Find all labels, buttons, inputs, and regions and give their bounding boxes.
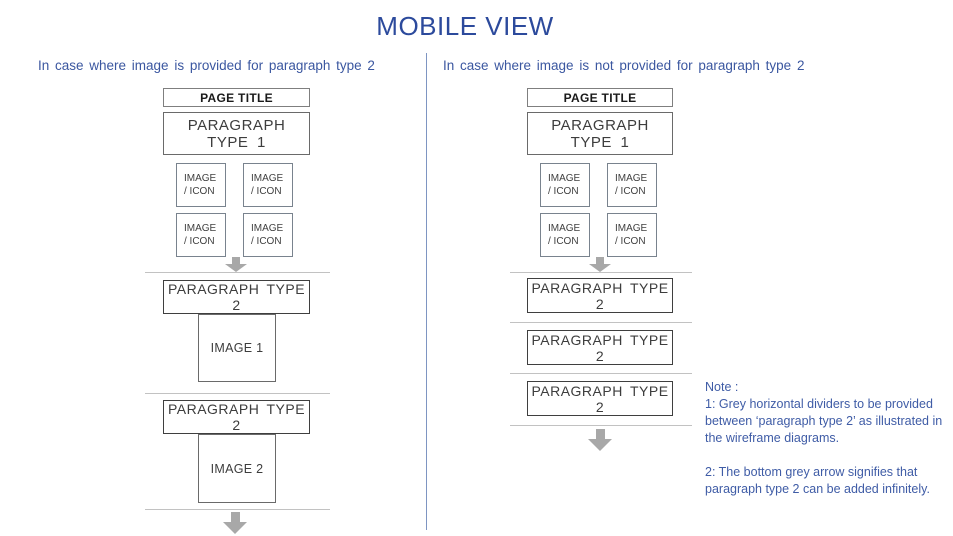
left-paragraph-type-2-box-2: PARAGRAPH TYPE 2 bbox=[163, 400, 310, 434]
image-icon-label: IMAGE bbox=[184, 173, 217, 184]
right-paragraph-type-2-box-3: PARAGRAPH TYPE 2 bbox=[527, 381, 673, 416]
horizontal-divider bbox=[510, 425, 692, 426]
note-point-1: 1: Grey horizontal dividers to be provid… bbox=[705, 397, 943, 445]
down-arrow-icon bbox=[225, 257, 247, 272]
left-image-icon-box-2: IMAGE / ICON bbox=[243, 163, 293, 207]
down-arrow-icon bbox=[223, 512, 247, 534]
image-icon-label: / ICON bbox=[184, 186, 215, 197]
left-image-icon-box-4: IMAGE / ICON bbox=[243, 213, 293, 257]
image-icon-label: IMAGE bbox=[615, 173, 648, 184]
horizontal-divider bbox=[510, 272, 692, 273]
image-icon-label: / ICON bbox=[615, 236, 646, 247]
note-block: Note : 1: Grey horizontal dividers to be… bbox=[705, 379, 953, 498]
right-page-title-box: PAGE TITLE bbox=[527, 88, 673, 107]
horizontal-divider bbox=[145, 509, 330, 510]
left-image-icon-box-1: IMAGE / ICON bbox=[176, 163, 226, 207]
image-icon-label: / ICON bbox=[548, 236, 579, 247]
left-image-2-box: IMAGE 2 bbox=[198, 434, 276, 503]
image-icon-label: / ICON bbox=[251, 186, 282, 197]
horizontal-divider bbox=[145, 272, 330, 273]
image-icon-label: IMAGE bbox=[184, 223, 217, 234]
down-arrow-icon bbox=[588, 429, 612, 451]
image-icon-label: / ICON bbox=[251, 236, 282, 247]
left-page-title-box: PAGE TITLE bbox=[163, 88, 310, 107]
left-paragraph-type-1-box: PARAGRAPH TYPE 1 bbox=[163, 112, 310, 155]
down-arrow-icon bbox=[589, 257, 611, 272]
horizontal-divider bbox=[145, 393, 330, 394]
right-paragraph-type-2-box-1: PARAGRAPH TYPE 2 bbox=[527, 278, 673, 313]
left-image-1-box: IMAGE 1 bbox=[198, 314, 276, 382]
left-image-icon-box-3: IMAGE / ICON bbox=[176, 213, 226, 257]
note-point-2: 2: The bottom grey arrow signifies that … bbox=[705, 465, 930, 496]
right-image-icon-box-3: IMAGE / ICON bbox=[540, 213, 590, 257]
slide-title: MOBILE VIEW bbox=[376, 11, 554, 41]
note-heading: Note : bbox=[705, 380, 739, 394]
image-icon-label: IMAGE bbox=[548, 223, 581, 234]
image-icon-label: / ICON bbox=[548, 186, 579, 197]
right-image-icon-box-1: IMAGE / ICON bbox=[540, 163, 590, 207]
image-icon-label: / ICON bbox=[184, 236, 215, 247]
image-icon-label: IMAGE bbox=[548, 173, 581, 184]
right-image-icon-box-4: IMAGE / ICON bbox=[607, 213, 657, 257]
right-image-icon-box-2: IMAGE / ICON bbox=[607, 163, 657, 207]
right-paragraph-type-1-box: PARAGRAPH TYPE 1 bbox=[527, 112, 673, 155]
image-icon-label: IMAGE bbox=[251, 173, 284, 184]
left-caption: In case where image is provided for para… bbox=[38, 58, 375, 73]
right-paragraph-type-2-box-2: PARAGRAPH TYPE 2 bbox=[527, 330, 673, 365]
horizontal-divider bbox=[510, 322, 692, 323]
horizontal-divider bbox=[510, 373, 692, 374]
image-icon-label: IMAGE bbox=[615, 223, 648, 234]
image-icon-label: / ICON bbox=[615, 186, 646, 197]
image-icon-label: IMAGE bbox=[251, 223, 284, 234]
left-paragraph-type-2-box-1: PARAGRAPH TYPE 2 bbox=[163, 280, 310, 314]
right-caption: In case where image is not provided for … bbox=[443, 58, 805, 73]
vertical-divider bbox=[426, 53, 427, 530]
